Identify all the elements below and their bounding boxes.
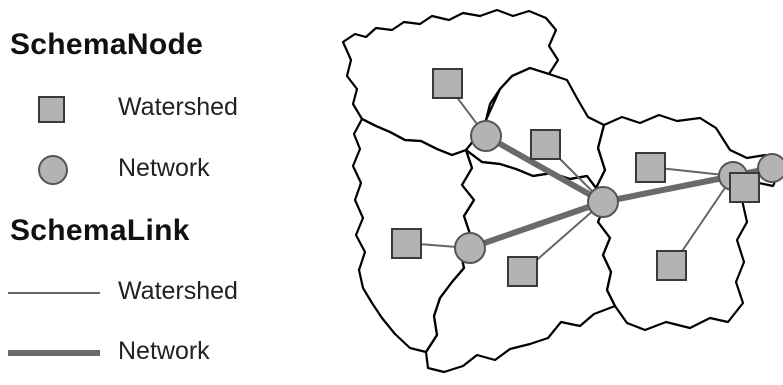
network-links [467, 133, 775, 251]
watershed-node [635, 152, 666, 183]
watershed-map-svg [341, 8, 783, 374]
legend-item-watershed-link: Watershed [0, 274, 300, 314]
legend-label: Watershed [118, 93, 238, 121]
legend-label: Watershed [118, 277, 238, 305]
schema-link-title: SchemaLink [10, 214, 190, 247]
legend-label: Network [118, 337, 210, 365]
network-node [587, 186, 619, 218]
square-icon [38, 96, 65, 123]
watershed-nodes [391, 68, 687, 287]
network-nodes [454, 120, 783, 264]
thin-line-icon [8, 292, 100, 294]
watershed-node [656, 250, 687, 281]
legend-item-network-link: Network [0, 334, 300, 374]
watershed-node [507, 256, 538, 287]
watershed-node [530, 129, 561, 160]
network-node [757, 153, 783, 183]
network-node [454, 232, 486, 264]
schema-node-title: SchemaNode [10, 28, 204, 61]
network-link [483, 133, 606, 205]
network-node [470, 120, 502, 152]
legend-item-watershed-node: Watershed [0, 90, 300, 130]
network-link [600, 173, 736, 205]
legend-label: Network [118, 154, 210, 182]
watershed-boundaries [341, 8, 783, 374]
network-link [467, 199, 606, 251]
watershed-map [320, 0, 783, 385]
watershed-node [391, 228, 422, 259]
legend-panel: SchemaNode Watershed Network SchemaLink … [0, 0, 300, 385]
watershed-node [729, 172, 760, 203]
legend-item-network-node: Network [0, 151, 300, 191]
watershed-boundary-east [594, 113, 783, 332]
thick-line-icon [8, 350, 100, 356]
circle-icon [38, 155, 68, 185]
watershed-node [432, 68, 463, 99]
